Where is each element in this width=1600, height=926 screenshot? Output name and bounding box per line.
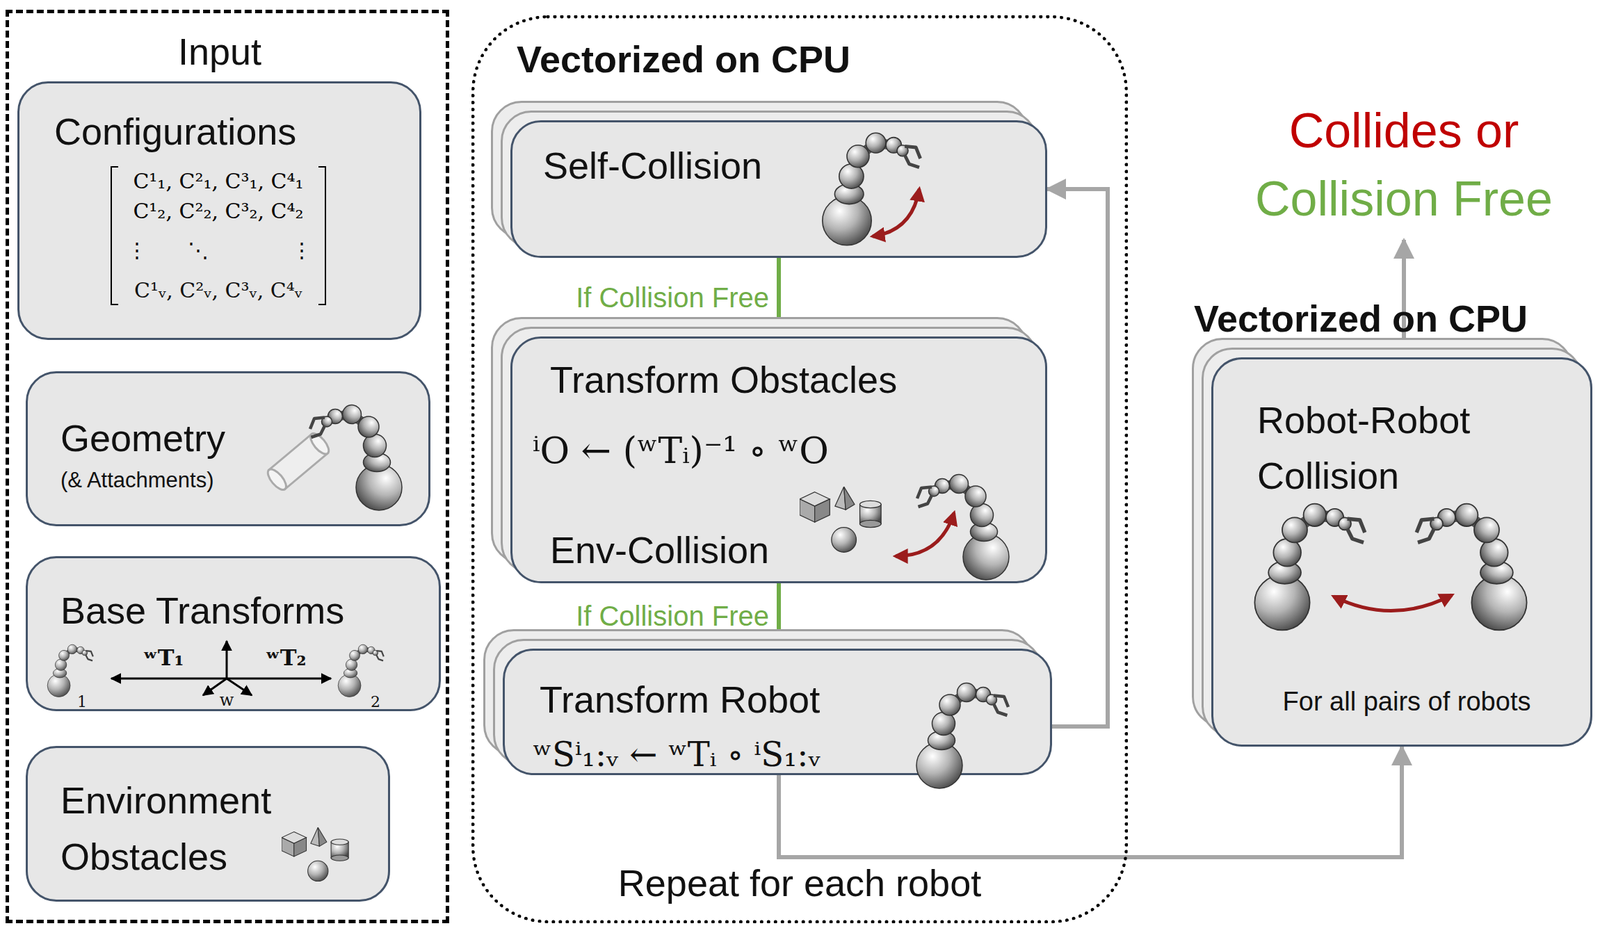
frame-label: ʷT₁	[143, 645, 185, 672]
robot-arm	[1254, 504, 1365, 631]
node-title: Environment Obstacles	[60, 772, 339, 886]
node-title: Self-Collision	[543, 143, 763, 188]
input-box: Geometry (& Attachments)	[25, 371, 431, 527]
process-box: Transform Obstacles ⁱO ← (ʷTᵢ)⁻¹ ∘ ʷO Env-…	[510, 336, 1048, 584]
input-box: Environment Obstacles	[25, 746, 391, 902]
node-text: Repeat for each robot	[618, 861, 982, 905]
node-text: (& Attachments)	[60, 467, 215, 494]
process-box: Transform Robot ʷSⁱ₁:ᵥ ← ʷTᵢ ∘ ⁱS₁:ᵥ	[502, 648, 1053, 776]
node-title: Transform Obstacles	[550, 358, 898, 402]
obstacle-icons	[281, 827, 349, 882]
process-box: Self-Collision	[510, 120, 1048, 258]
matrix-entry: C¹₁, C²₁, C³₁, C⁴₁	[132, 169, 304, 195]
input-box: Base Transforms	[25, 556, 441, 712]
frame-axes	[111, 641, 331, 696]
node-title: Geometry	[60, 416, 226, 460]
obstacle-icons	[799, 486, 882, 553]
node-text: ʷSⁱ₁:ᵥ ← ʷTᵢ ∘ ⁱS₁:ᵥ	[532, 735, 821, 774]
result-label: Collision Free	[1255, 171, 1553, 228]
collision-arrow	[872, 189, 920, 237]
process-box: Vectorized on CPURobot-Robot CollisionFo…	[1211, 357, 1593, 747]
node-text: ⁱO ← (ʷTᵢ)⁻¹ ∘ ʷO	[532, 430, 829, 473]
node-text: Env-Collision	[550, 528, 770, 572]
matrix-bracket	[318, 166, 326, 305]
matrix-bracket	[111, 166, 119, 305]
matrix-entry: ⋮	[291, 238, 313, 263]
node-title: Input	[178, 29, 262, 74]
loop-region: Vectorized on CPU Repeat for each robot Se…	[471, 15, 1128, 924]
result-label: Collides or	[1289, 102, 1520, 160]
robot-arm	[47, 644, 94, 697]
robot-arm	[337, 644, 384, 697]
node-title: Configurations	[54, 109, 297, 153]
robot-arm	[916, 683, 1009, 790]
frame-label: w	[219, 691, 235, 711]
edge-label: If Collision Free	[575, 600, 770, 633]
frame-label: 2	[370, 693, 381, 711]
input-panel: InputConfigurationsGeometry (& Attachment…	[5, 9, 450, 924]
robot-arm	[917, 474, 1009, 581]
collision-arrow	[895, 513, 955, 557]
robot-arm	[822, 132, 921, 246]
matrix-entry: ⋮	[126, 238, 148, 263]
collision-arrow	[1333, 595, 1452, 612]
attachment-cylinder	[264, 430, 333, 493]
node-title: Base Transforms	[60, 588, 345, 633]
node-text: For all pairs of robots	[1282, 687, 1532, 718]
matrix-entry: C¹ᵥ, C²ᵥ, C³ᵥ, C⁴ᵥ	[134, 278, 303, 304]
robot-arm	[1416, 504, 1527, 631]
node-text: Robot-Robot Collision	[1257, 392, 1522, 505]
node-title: Vectorized on CPU	[1193, 296, 1528, 341]
edge-label: If Collision Free	[575, 281, 770, 314]
node-title: Transform Robot	[539, 677, 820, 722]
matrix-entry: C¹₂, C²₂, C³₂, C⁴₂	[132, 199, 304, 224]
node-title: Vectorized on CPU	[516, 37, 851, 81]
robot-arm	[310, 405, 402, 512]
frame-label: ʷT₂	[265, 645, 307, 672]
frame-label: 1	[77, 693, 87, 711]
flow-arrow	[1047, 189, 1108, 727]
matrix-entry: ⋱	[187, 238, 209, 263]
